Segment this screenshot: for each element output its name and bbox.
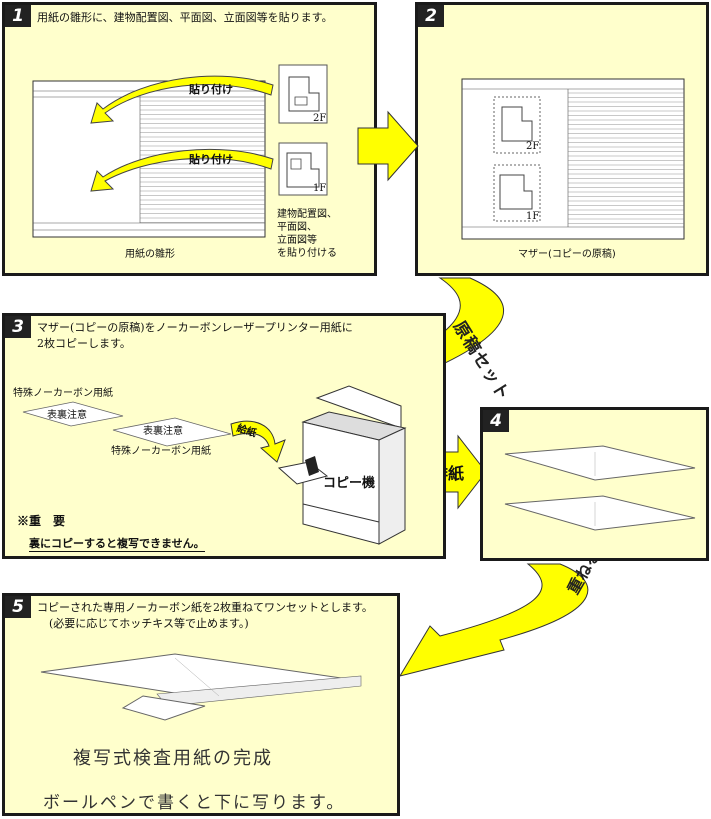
step2-illustration: [461, 78, 685, 240]
step1-panel: 1 用紙の雛形に、建物配置図、平面図、立面図等を貼ります。 貼り付け 貼り付け …: [2, 2, 377, 276]
step1-caption: 用紙の雛形に、建物配置図、平面図、立面図等を貼ります。: [37, 11, 333, 24]
step3-front-back-2: 表裏注意: [143, 426, 183, 437]
step5-number: 5: [5, 596, 31, 618]
step5-illustration: [40, 653, 362, 721]
step3-panel: 3 マザー(コピーの原稿)をノーカーボンレーザープリンター用紙に 2枚コピーしま…: [2, 313, 446, 559]
step2-mother-label: マザー(コピーの原稿): [518, 249, 616, 260]
step5-complete-sub: ボールペンで書くと下に写ります。: [43, 793, 346, 813]
step3-caption-line2: 2枚コピーします。: [37, 337, 131, 350]
step5-caption-line2: (必要に応じてホッチキス等で止めます。): [49, 617, 249, 630]
step3-important-text: 裏にコピーすると複写できません。: [29, 537, 205, 552]
step2-panel: 2 2F 1F マザー(コピーの原稿): [415, 2, 709, 276]
step5-panel: 5 コピーされた専用ノーカーボン紙を2枚重ねてワンセットとします。 (必要に応じ…: [2, 593, 400, 816]
step3-number: 3: [5, 316, 31, 338]
step1-note-line-2: 平面図、: [277, 222, 317, 233]
step1-illustration: [32, 64, 328, 238]
flow-original-set: 原稿セット: [448, 317, 514, 405]
step5-complete-title: 複写式検査用紙の完成: [73, 748, 273, 769]
step3-important-title: ※重 要: [17, 514, 66, 528]
step1-floor-2f: 2F: [313, 113, 327, 124]
step1-note-line-4: を貼り付ける: [277, 248, 337, 259]
step3-front-back-1: 表裏注意: [47, 410, 87, 421]
step4-number: 4: [483, 410, 509, 432]
step1-number: 1: [5, 5, 31, 27]
step2-floor-1f: 1F: [526, 211, 540, 222]
step5-caption-line1: コピーされた専用ノーカーボン紙を2枚重ねてワンセットとします。: [37, 601, 373, 614]
step2-floor-2f: 2F: [526, 141, 540, 152]
step3-copier-label: コピー機: [323, 476, 376, 491]
step1-floor-1f: 1F: [313, 183, 327, 194]
step1-template-label: 用紙の雛形: [125, 249, 175, 260]
step4-illustration: [504, 445, 696, 531]
step1-note-line-1: 建物配置図、: [277, 209, 337, 220]
step3-paper-name-2: 特殊ノーカーボン用紙: [111, 446, 211, 457]
step3-illustration: [22, 385, 407, 545]
step1-paste-label-1: 貼り付け: [189, 83, 233, 96]
step4-panel: 4: [480, 407, 709, 561]
step3-caption-line1: マザー(コピーの原稿)をノーカーボンレーザープリンター用紙に: [37, 321, 353, 334]
step3-paper-name-1: 特殊ノーカーボン用紙: [13, 388, 113, 399]
step1-note-line-3: 立面図等: [277, 235, 317, 246]
step1-paste-label-2: 貼り付け: [189, 153, 233, 166]
step2-number: 2: [418, 5, 444, 27]
